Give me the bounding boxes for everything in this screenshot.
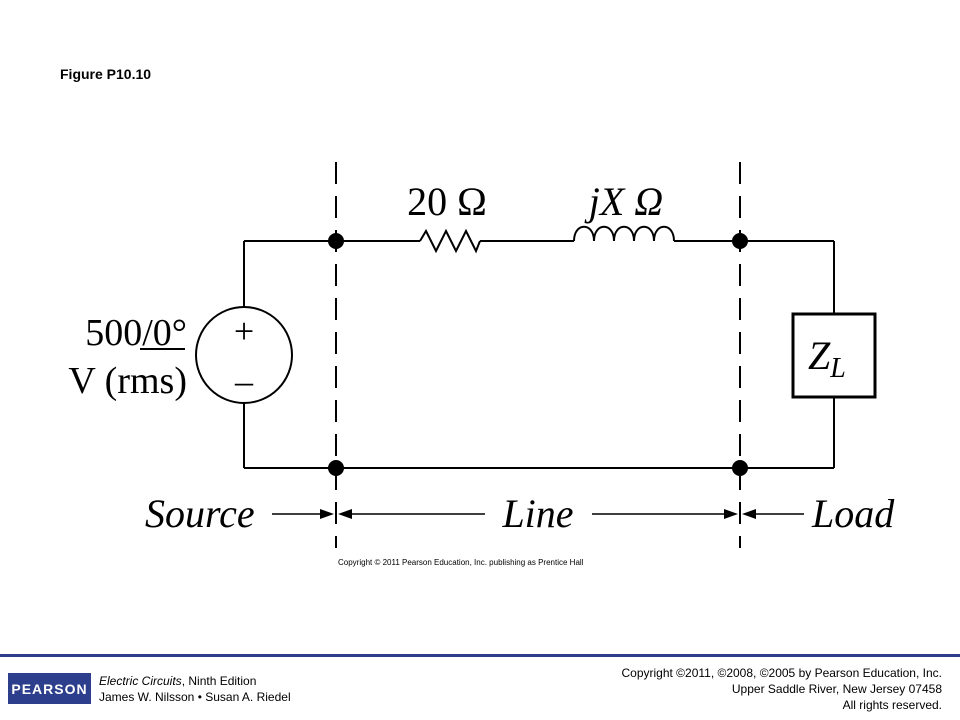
load-impedance-label: ZL <box>808 333 846 384</box>
resistor-label: 20 Ω <box>407 179 487 224</box>
source-value-label: 500/0° <box>85 312 187 354</box>
figure-copyright: Copyright © 2011 Pearson Education, Inc.… <box>338 558 584 567</box>
node-dot <box>732 460 748 476</box>
section-label-load: Load <box>811 491 895 536</box>
publisher-info: Copyright ©2011, ©2008, ©2005 by Pearson… <box>621 665 942 713</box>
footer-divider <box>0 654 960 657</box>
book-edition: , Ninth Edition <box>181 674 257 688</box>
inductor-symbol <box>573 225 675 242</box>
source-units-label: V (rms) <box>68 360 187 402</box>
line-arrowhead-right <box>724 509 738 519</box>
source-plus-sign: + <box>234 311 254 351</box>
node-dot <box>328 460 344 476</box>
book-title: Electric Circuits <box>99 674 182 688</box>
load-impedance-box <box>791 312 877 399</box>
book-title-line: Electric Circuits, Ninth Edition <box>99 673 291 689</box>
copyright-line-3: All rights reserved. <box>842 698 942 712</box>
book-authors: James W. Nilsson • Susan A. Riedel <box>99 690 291 704</box>
voltage-source-symbol <box>195 306 293 404</box>
line-arrowhead-left <box>338 509 352 519</box>
resistor-symbol <box>419 228 481 254</box>
source-minus-sign: – <box>234 361 254 401</box>
inductor-label: jX Ω <box>584 179 663 224</box>
figure-title: Figure P10.10 <box>60 66 152 82</box>
source-arrowhead <box>320 509 334 519</box>
section-label-source: Source <box>145 491 255 536</box>
book-info: Electric Circuits, Ninth Edition James W… <box>99 673 291 705</box>
load-arrowhead <box>742 509 756 519</box>
node-dot <box>328 233 344 249</box>
node-dot <box>732 233 748 249</box>
pearson-logo: PEARSON <box>8 673 91 704</box>
copyright-line-2: Upper Saddle River, New Jersey 07458 <box>731 682 942 696</box>
section-label-line: Line <box>501 491 573 536</box>
circuit-diagram: + – ZL 20 Ω jX Ω 500/0° V (rms) Source L… <box>68 162 895 548</box>
copyright-line-1: Copyright ©2011, ©2008, ©2005 by Pearson… <box>621 666 942 680</box>
